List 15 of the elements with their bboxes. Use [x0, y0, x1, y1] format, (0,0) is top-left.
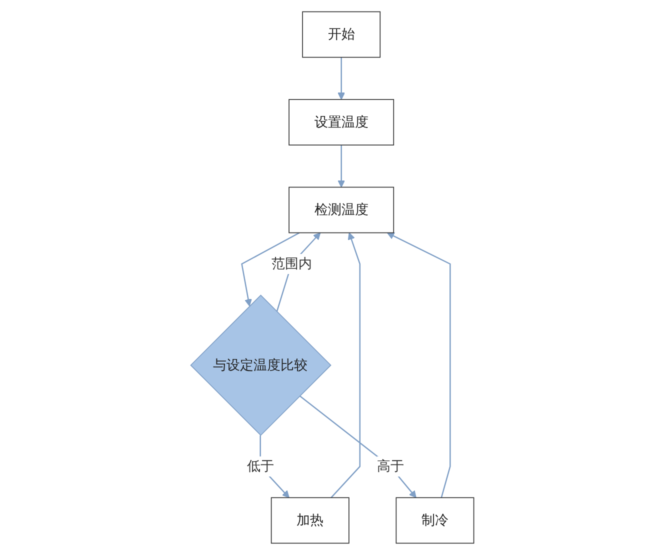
node-box: 设置温度: [288, 99, 394, 146]
arrow: [330, 232, 360, 498]
node-box: 检测温度: [288, 186, 394, 234]
node-box: 制冷: [395, 497, 474, 544]
arrow: [299, 395, 416, 498]
node-box: 开始: [302, 11, 380, 58]
arrow: [240, 232, 300, 306]
edge-label: 范围内: [271, 256, 312, 272]
arrow: [337, 57, 345, 100]
node-box: 加热: [270, 497, 350, 544]
node-diamond: 与设定温度比较: [190, 294, 332, 436]
edge-label: 高于: [376, 458, 404, 474]
arrow: [386, 232, 451, 498]
arrow: [337, 145, 345, 188]
edge-label: 低于: [246, 458, 274, 474]
